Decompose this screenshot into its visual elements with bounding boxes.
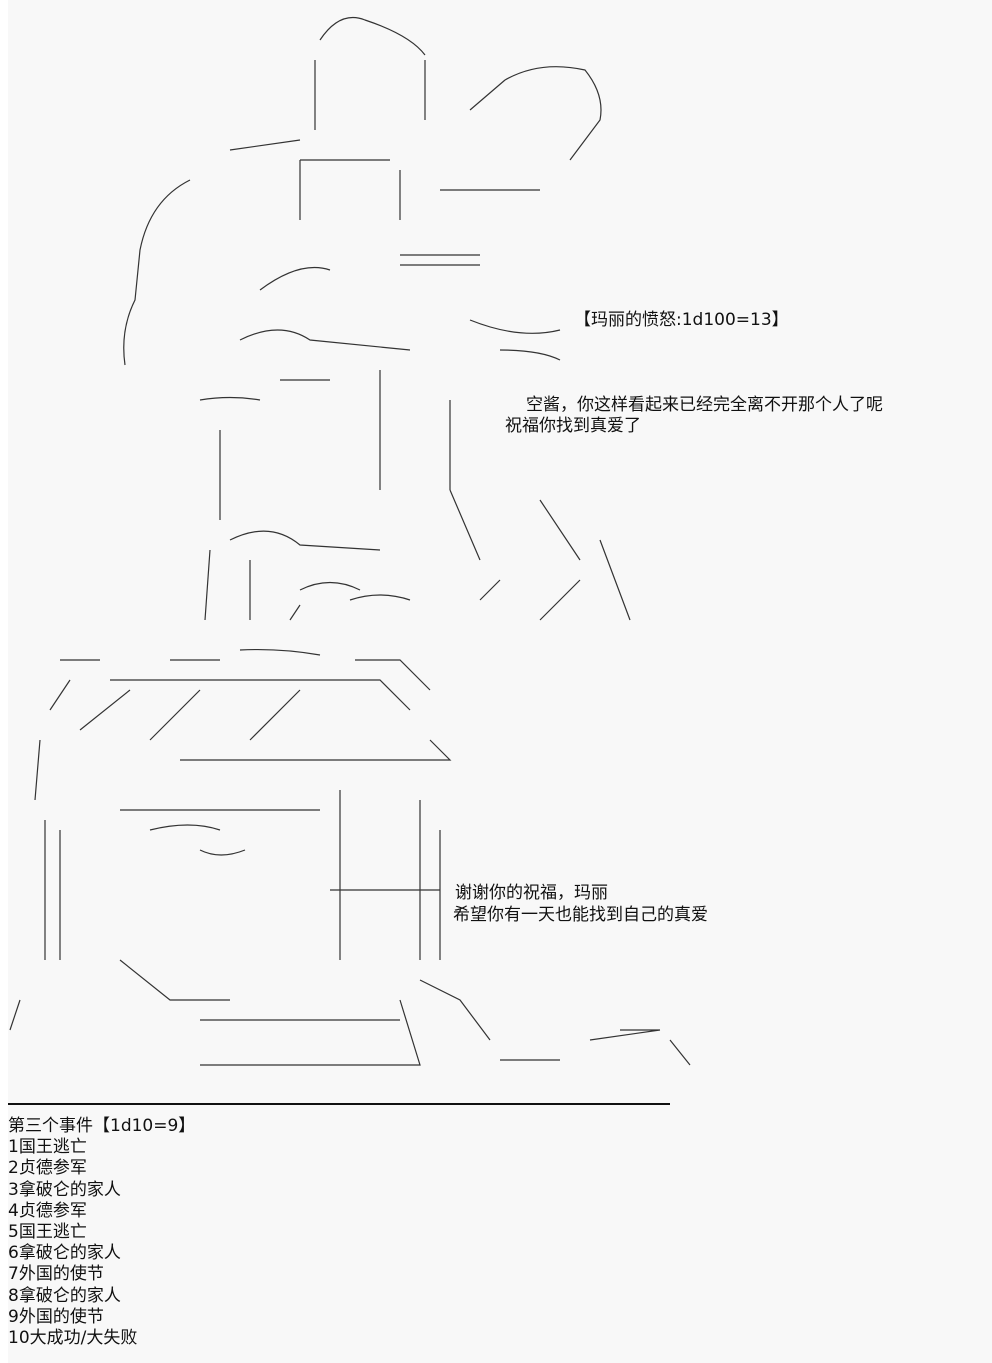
ascii-art-figure-mary	[123, 16, 631, 621]
event-option: 3拿破仑的家人	[8, 1179, 121, 1200]
dialogue-line: 空酱，你这样看起来已经完全离不开那个人了呢	[526, 395, 883, 415]
event-list: 第三个事件【1d10=9】 1国王逃亡 2贞德参军 3拿破仑的家人 4贞德参军 …	[8, 1116, 195, 1349]
event-option: 2贞德参军	[8, 1158, 87, 1179]
event-title: 第三个事件【1d10=9】	[8, 1116, 196, 1136]
dialogue-line: 谢谢你的祝福，玛丽	[455, 883, 608, 903]
event-option: 6拿破仑的家人	[8, 1243, 121, 1264]
ascii-art-figure-sora	[9, 648, 691, 1066]
dice-roll-mary-anger: 【玛丽的愤怒:1d100=13】	[574, 310, 789, 330]
page	[8, 0, 992, 1363]
event-option: 7外国的使节	[8, 1264, 104, 1285]
event-option: 8拿破仑的家人	[8, 1285, 121, 1306]
event-option: 9外国的使节	[8, 1306, 104, 1327]
event-option: 1国王逃亡	[8, 1137, 87, 1158]
divider	[8, 1103, 670, 1105]
dialogue-line: 祝福你找到真爱了	[505, 416, 641, 436]
dialogue-line: 希望你有一天也能找到自己的真爱	[453, 905, 708, 925]
event-option: 10大成功/大失败	[8, 1328, 138, 1349]
event-option: 4贞德参军	[8, 1200, 87, 1221]
ascii-art-illustration	[9, 16, 691, 1066]
event-option: 5国王逃亡	[8, 1222, 87, 1243]
